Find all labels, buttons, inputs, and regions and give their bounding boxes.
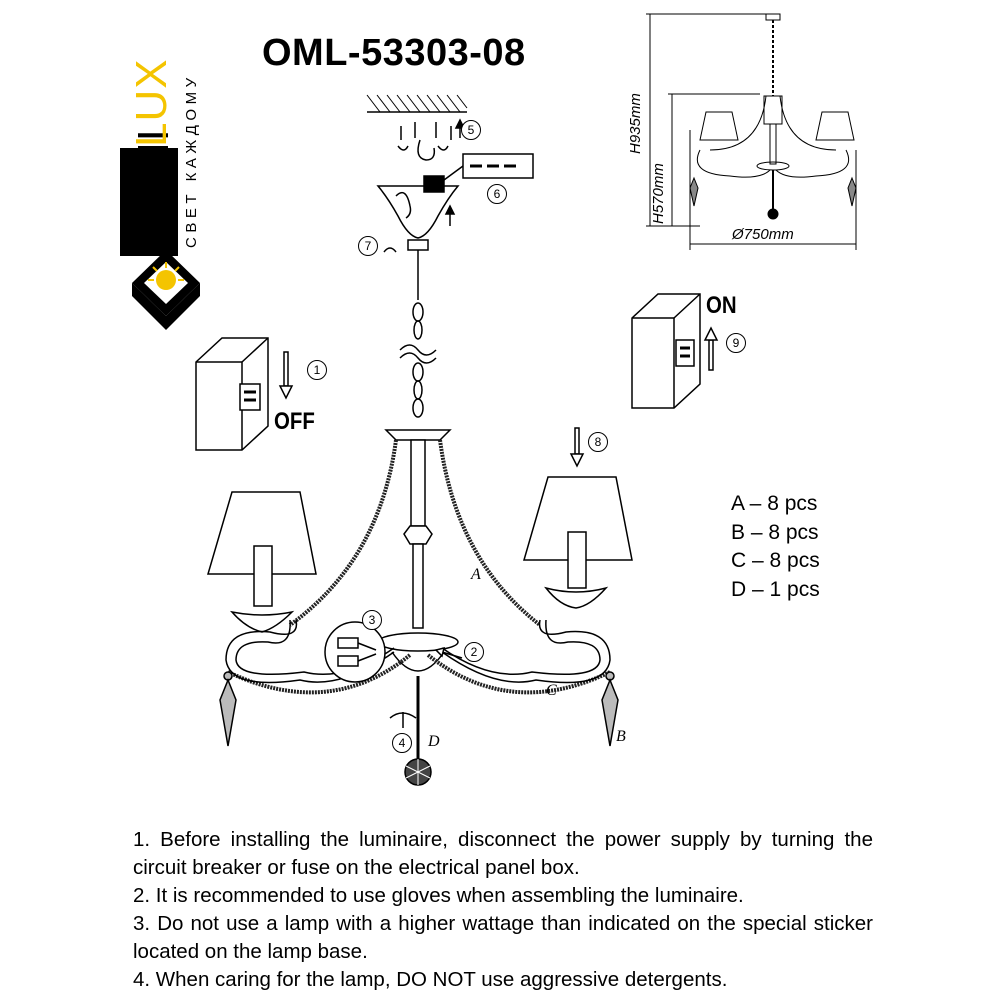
safety-notes: 1. Before installing the luminaire, disc…	[133, 826, 873, 994]
step-3-marker: 3	[362, 610, 382, 630]
arrow-step2-icon	[434, 646, 463, 659]
parts-list-item: D – 1 pcs	[731, 577, 820, 601]
step-6-marker: 6	[487, 184, 507, 204]
product-title: OML-53303-08	[262, 32, 526, 74]
dimension-height-body: H570mm	[650, 163, 667, 224]
part-label-a: A	[471, 566, 481, 583]
parts-list-item: A – 8 pcs	[731, 492, 818, 515]
parts-list-item: B – 8 pcs	[731, 520, 819, 544]
arrow-step9-up-icon	[703, 326, 719, 371]
switch-on-label: ON	[706, 292, 737, 319]
arrow-step4-icon	[389, 712, 417, 728]
brand-lux-box	[120, 148, 178, 256]
parts-list-item: C – 8 pcs	[731, 549, 820, 572]
arrow-step8-down-icon	[569, 427, 585, 468]
dimension-diameter: Ø750mm	[732, 226, 794, 243]
parts-list: A – 8 pcs B – 8 pcs C – 8 pcs D – 1 pcs	[731, 490, 820, 604]
wiring-detail-circle	[324, 621, 386, 683]
part-label-b: B	[616, 728, 626, 745]
dimension-drawing	[646, 13, 857, 250]
arm-chains-a	[227, 439, 611, 695]
ceiling-hatch	[366, 94, 468, 113]
safety-note: 3. Do not use a lamp with a higher watta…	[133, 912, 873, 963]
part-label-d: D	[428, 733, 440, 750]
step-5-marker: 5	[461, 120, 481, 140]
wall-switch-on-icon	[631, 293, 701, 409]
wall-switch-off-icon	[195, 337, 269, 451]
safety-note: 4. When caring for the lamp, DO NOT use …	[133, 968, 728, 991]
step-2-marker: 2	[464, 642, 484, 662]
step-1-marker: 1	[307, 360, 327, 380]
ceiling-canopy	[376, 175, 460, 239]
lamp-shade-left	[206, 491, 317, 607]
safety-note: 1. Before installing the luminaire, disc…	[133, 828, 873, 879]
safety-note: 2. It is recommended to use gloves when …	[133, 884, 744, 907]
crystal-drop-b-left	[219, 671, 237, 747]
step-7-marker: 7	[358, 236, 378, 256]
lamp-shade-right	[523, 476, 633, 589]
part-label-c: C	[546, 682, 557, 699]
step-9-marker: 9	[726, 333, 746, 353]
logo-diamond-icon	[132, 250, 200, 330]
dimension-height-total: H935mm	[627, 93, 644, 154]
arrow-step1-down-icon	[278, 351, 294, 400]
crystal-ball-d	[404, 758, 432, 786]
switch-off-label: OFF	[274, 408, 315, 435]
locking-nut-icon	[383, 239, 429, 253]
step-8-marker: 8	[588, 432, 608, 452]
crystal-drop-b-right	[601, 671, 619, 747]
mounting-screws-icon	[397, 118, 466, 161]
step-4-marker: 4	[392, 733, 412, 753]
wiring-terminal-icon	[443, 153, 534, 181]
chain	[399, 250, 437, 418]
